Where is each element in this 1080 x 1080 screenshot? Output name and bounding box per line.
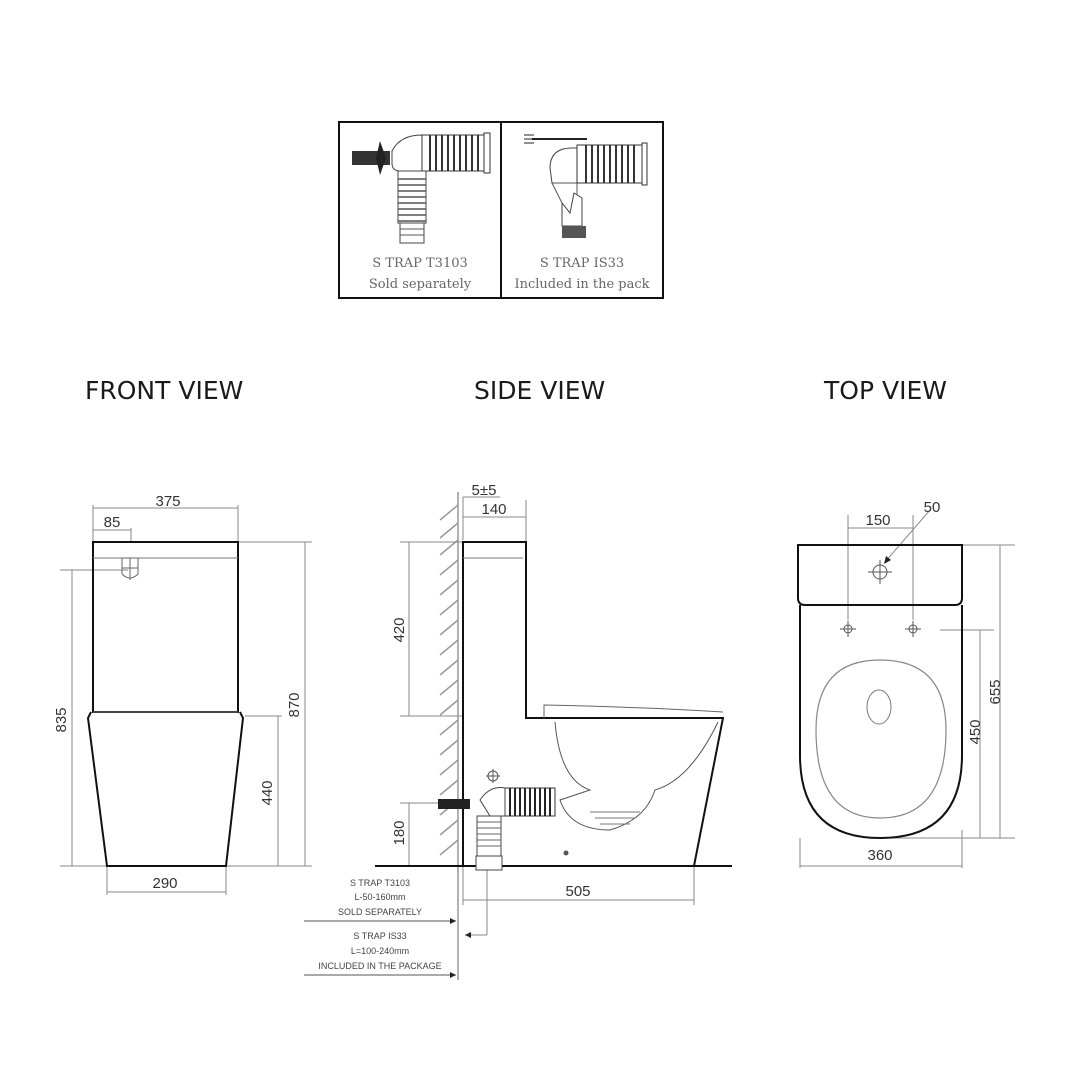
trap-options-panel: S TRAP T3103 Sold separately S TRAP IS33… <box>338 121 664 299</box>
trap-is33-note: Included in the pack <box>514 277 650 292</box>
svg-text:INCLUDED IN THE PACKAGE: INCLUDED IN THE PACKAGE <box>318 961 441 971</box>
top-view-drawing: 150 50 655 450 360 <box>797 499 1015 868</box>
fixing-hole-icons <box>840 560 921 637</box>
flush-button-icon <box>121 557 139 579</box>
dim-top-seat-length: 450 <box>967 719 984 744</box>
dim-side-wall-gap: 5±5 <box>472 482 497 499</box>
front-view-title: FRONT VIEW <box>85 376 244 405</box>
svg-text:L=100-240mm: L=100-240mm <box>351 946 409 956</box>
side-view-drawing: 5±5 140 420 180 505 S TRAP T3103 L-50-16… <box>304 482 732 980</box>
svg-text:L-50-160mm: L-50-160mm <box>354 892 405 902</box>
dim-front-pan-height: 440 <box>259 780 276 805</box>
svg-text:S TRAP T3103: S TRAP T3103 <box>350 878 410 888</box>
dim-front-width: 375 <box>155 493 180 510</box>
trap-is33-name: S TRAP IS33 <box>539 256 625 271</box>
dim-top-width: 360 <box>867 847 892 864</box>
dim-side-tank-depth: 140 <box>481 501 506 518</box>
dim-side-length: 505 <box>565 883 590 900</box>
svg-text:S TRAP IS33: S TRAP IS33 <box>353 931 406 941</box>
trap-is33-cell: S TRAP IS33 Included in the pack <box>500 123 662 297</box>
trap-length-notes: S TRAP T3103 L-50-160mm SOLD SEPARATELY … <box>304 878 471 978</box>
dim-front-base: 290 <box>152 875 177 892</box>
trap-t3103-cell: S TRAP T3103 Sold separately <box>340 123 500 297</box>
dim-front-button-height: 835 <box>53 707 70 732</box>
dim-front-offset: 85 <box>104 514 121 531</box>
trap-t3103-name: S TRAP T3103 <box>372 256 468 271</box>
dim-front-height: 870 <box>286 692 303 717</box>
dim-top-hole-dia: 50 <box>924 499 941 516</box>
svg-text:SOLD SEPARATELY: SOLD SEPARATELY <box>338 907 422 917</box>
side-view-title: SIDE VIEW <box>474 376 606 405</box>
dim-top-length: 655 <box>987 679 1004 704</box>
trap-t3103-note: Sold separately <box>368 277 472 292</box>
dim-side-tank-height: 420 <box>391 617 408 642</box>
top-view-title: TOP VIEW <box>824 376 947 405</box>
s-trap-t3103-icon <box>352 132 491 244</box>
front-view-drawing: 375 85 870 835 440 290 <box>53 493 312 895</box>
dim-top-hole-spacing: 150 <box>865 512 890 529</box>
dim-side-outlet-height: 180 <box>391 820 408 845</box>
s-trap-is33-icon <box>524 134 648 238</box>
